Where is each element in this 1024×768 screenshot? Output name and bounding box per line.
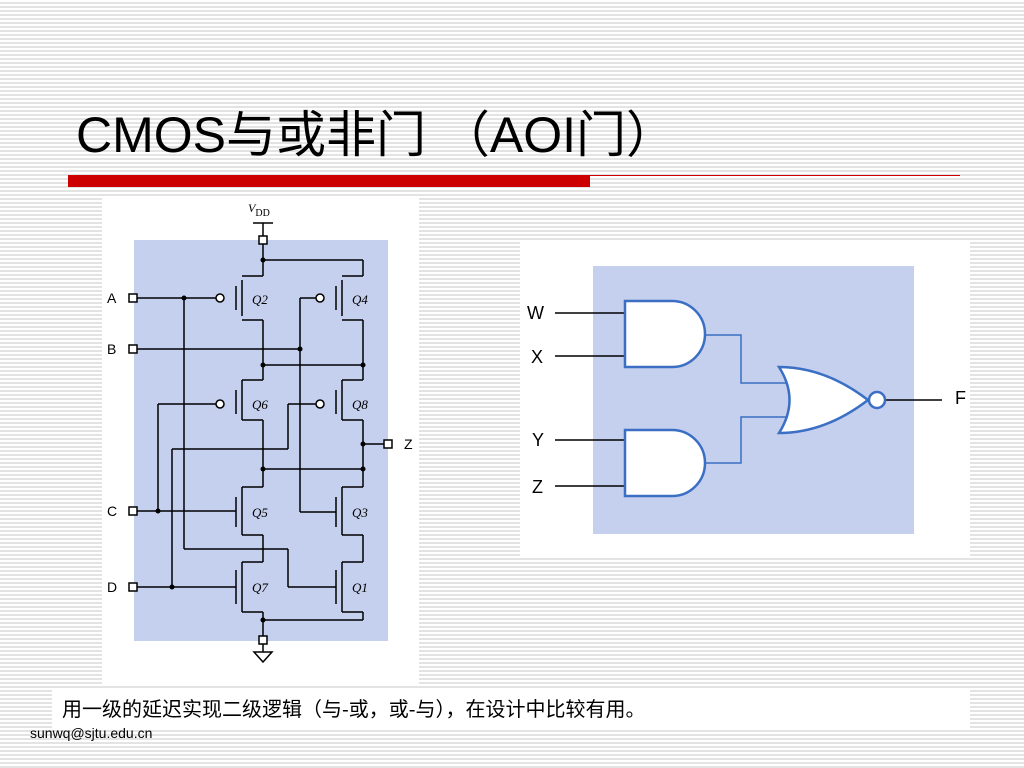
transistor-label-q2: Q2 (252, 292, 268, 307)
transistor-label-q4: Q4 (352, 292, 368, 307)
transistor-label-q1: Q1 (352, 580, 368, 595)
inverter-bubble (867, 390, 887, 410)
transistor-label-q5: Q5 (252, 505, 268, 520)
logic-gates (623, 299, 887, 498)
gate-input-y: Y (532, 430, 544, 450)
pmos-bubbles (215, 293, 325, 409)
and-gate-bottom (623, 428, 707, 498)
cmos-schematic-panel: VDD A B C D Z Q2 Q4 Q6 Q8 Q5 Q3 Q7 Q1 (102, 196, 419, 686)
input-wires (555, 312, 942, 487)
gate-input-w: W (527, 303, 544, 323)
gate-input-x: X (531, 347, 543, 367)
slide-caption: 用一级的延迟实现二级逻辑（与-或，或-与），在设计中比较有用。 (62, 697, 646, 721)
cmos-wires (136, 222, 384, 652)
input-label-b: B (107, 341, 116, 357)
slide-title: CMOS与或非门 （AOI门） (76, 107, 677, 163)
terminals (128, 235, 393, 645)
output-label-z: Z (404, 436, 413, 452)
footer-email: sunwq@sjtu.edu.cn (30, 725, 153, 741)
gate-input-z: Z (532, 477, 543, 497)
vdd-label: VDD (248, 201, 270, 219)
caption-box (52, 688, 970, 728)
cmos-background (134, 240, 388, 641)
junction-dots (155, 257, 366, 623)
gate-diagram: W X Y Z F (527, 266, 966, 534)
gate-diagram-panel: W X Y Z F (520, 240, 970, 558)
title-underline (68, 175, 590, 187)
input-label-c: C (107, 503, 117, 519)
gate-output-f: F (955, 388, 966, 408)
ground-symbol (252, 651, 274, 664)
transistor-label-q7: Q7 (252, 580, 268, 595)
transistor-label-q6: Q6 (252, 397, 268, 412)
transistor-label-q3: Q3 (352, 505, 368, 520)
and-gate-top (623, 299, 707, 369)
input-label-d: D (107, 579, 117, 595)
internal-wires (704, 334, 789, 464)
title-underline-thin (590, 175, 960, 176)
or-gate (776, 365, 871, 435)
transistor-label-q8: Q8 (352, 397, 368, 412)
cmos-schematic: VDD A B C D Z Q2 Q4 Q6 Q8 Q5 Q3 Q7 Q1 (107, 201, 413, 664)
input-label-a: A (107, 290, 117, 306)
